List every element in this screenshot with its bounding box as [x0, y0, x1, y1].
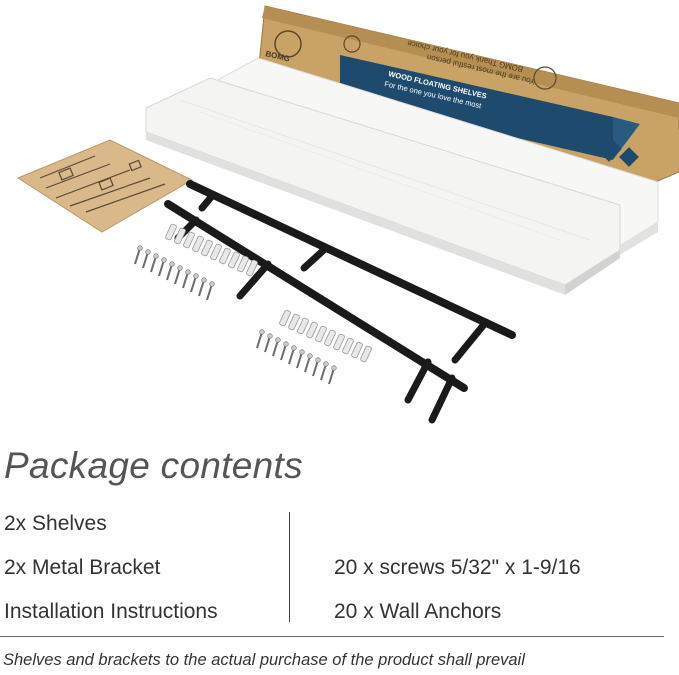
screw-icon: [328, 365, 337, 385]
disclaimer-text: Shelves and brackets to the actual purch…: [3, 651, 525, 669]
instruction-sheet: [16, 139, 194, 233]
metal-bracket-upper: [186, 180, 516, 364]
wall-anchor-icon: [228, 251, 240, 269]
anchors-and-screws-right: [256, 309, 372, 385]
wall-anchor-icon: [210, 243, 222, 261]
wall-anchor-icon: [351, 341, 363, 359]
divider-rule: [0, 636, 664, 637]
screw-icon: [198, 277, 207, 297]
screw-icon: [206, 281, 215, 301]
screw-icon: [182, 269, 191, 289]
wall-anchor-icon: [360, 345, 372, 363]
screw-icon: [304, 353, 313, 373]
item-installation-instructions: Installation Instructions: [4, 600, 218, 623]
screw-icon: [288, 345, 297, 365]
screw-icon: [256, 329, 265, 349]
screw-icon: [158, 257, 167, 277]
wall-anchor-icon: [306, 321, 318, 339]
screw-icon: [280, 341, 289, 361]
wall-anchor-icon: [174, 227, 186, 245]
item-wall-anchors: 20 x Wall Anchors: [334, 600, 502, 623]
screw-icon: [174, 265, 183, 285]
metal-bracket-lower: [164, 200, 468, 424]
brand-seal: [274, 30, 302, 58]
package-contents-heading: Package contents: [4, 445, 303, 486]
screw-icon: [312, 357, 321, 377]
wall-anchor-icon: [201, 239, 213, 257]
screw-icon: [320, 361, 329, 381]
column-divider: [289, 512, 290, 622]
wall-anchor-icon: [324, 329, 336, 347]
item-shelves: 2x Shelves: [4, 512, 107, 535]
wall-anchor-icon: [183, 231, 195, 249]
wall-anchor-icon: [342, 337, 354, 355]
wall-anchor-icon: [315, 325, 327, 343]
screw-icon: [134, 245, 143, 265]
screw-icon: [190, 273, 199, 293]
screw-icon: [264, 333, 273, 353]
item-screws: 20 x screws 5/32" x 1-9/16: [334, 556, 581, 579]
wall-anchor-icon: [165, 223, 177, 241]
screw-icon: [166, 261, 175, 281]
wall-anchor-icon: [246, 259, 258, 277]
wall-anchor-icon: [192, 235, 204, 253]
item-metal-bracket: 2x Metal Bracket: [4, 556, 161, 579]
product-illustration: BOMG BOMG Thank you for your choice You …: [16, 5, 679, 424]
shipping-box: BOMG BOMG Thank you for your choice You …: [257, 5, 679, 201]
screw-icon: [272, 337, 281, 357]
screw-icon: [296, 349, 305, 369]
shelf-front: [145, 77, 621, 295]
screw-icon: [150, 253, 159, 273]
wall-anchor-icon: [333, 333, 345, 351]
wall-anchor-icon: [297, 317, 309, 335]
wall-anchor-icon: [279, 309, 291, 327]
wall-anchor-icon: [237, 255, 249, 273]
wall-anchor-icon: [219, 247, 231, 265]
anchors-and-screws-left: [134, 223, 258, 301]
screw-icon: [142, 249, 151, 269]
wall-anchor-icon: [288, 313, 300, 331]
